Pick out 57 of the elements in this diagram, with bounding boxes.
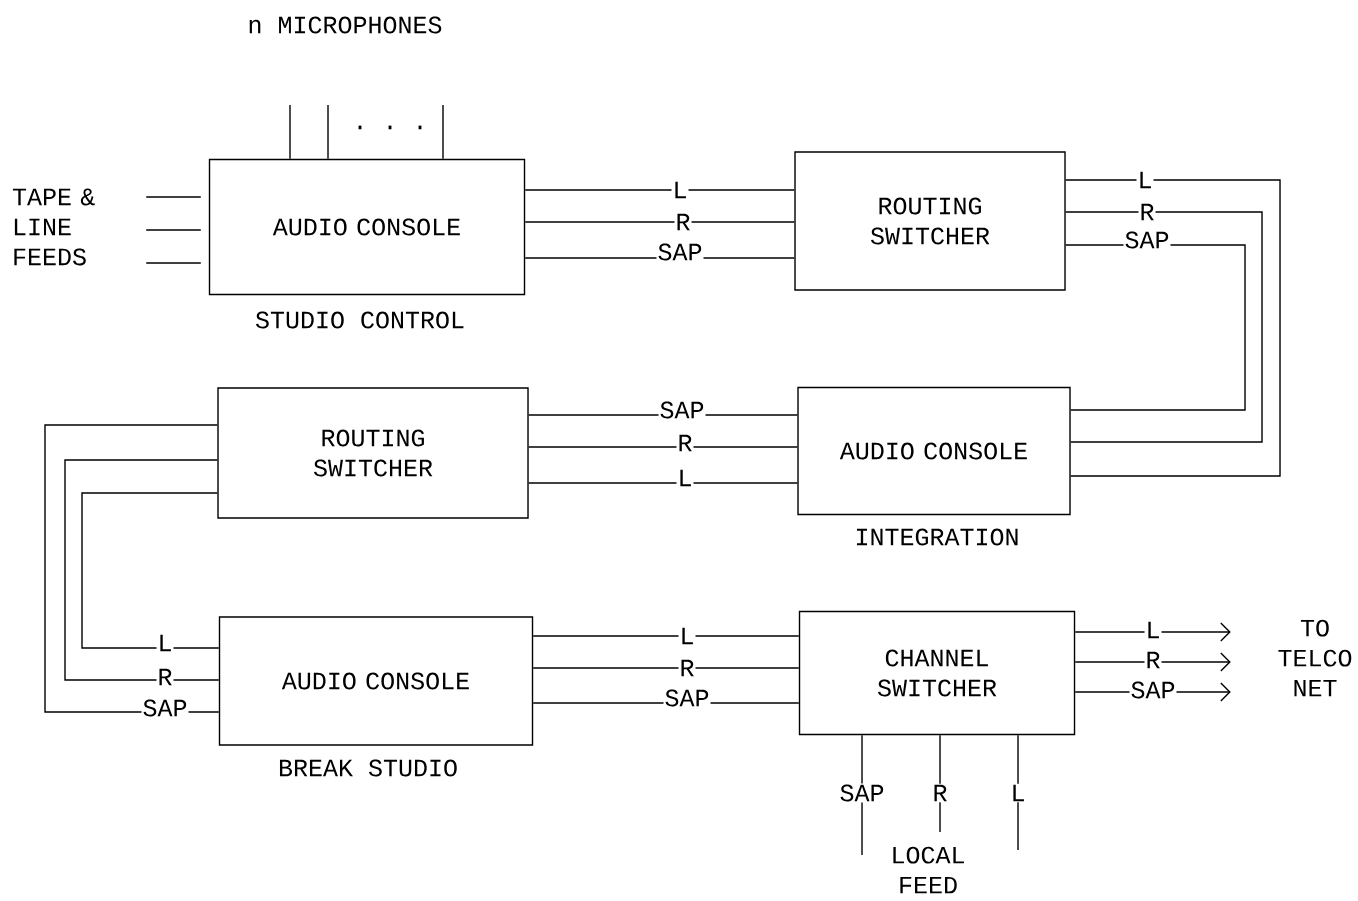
signal-line [1065, 179, 1281, 477]
signal-line [1017, 734, 1019, 851]
signal-line [145, 262, 202, 264]
signal-line [524, 221, 795, 223]
label-text: · · · [358, 125, 422, 130]
process-box: AUDIO CONSOLE [797, 386, 1071, 516]
signal-line [1074, 622, 1231, 642]
signal-line [44, 424, 220, 713]
signal-line [524, 189, 795, 191]
edge-label: L [676, 468, 694, 488]
box-caption: INTEGRATION [856, 528, 1018, 546]
edge-label: R [1138, 202, 1156, 222]
edge-label: L [678, 626, 696, 646]
edge-label: L [1009, 783, 1027, 803]
signal-line [145, 229, 202, 231]
edge-label: R [674, 212, 692, 232]
signal-line [1065, 211, 1263, 443]
edge-label: L [1144, 620, 1162, 640]
label-text: n MICROPHONES [249, 16, 442, 34]
process-box: ROUTING SWITCHER [217, 387, 529, 519]
signal-line [1074, 652, 1231, 672]
signal-line [145, 196, 202, 198]
signal-line [1065, 244, 1246, 411]
edge-label: SAP [658, 400, 706, 420]
signal-line [64, 459, 220, 681]
process-box: AUDIO CONSOLE [218, 616, 534, 746]
signal-line [532, 635, 800, 637]
edge-label: R [156, 667, 174, 687]
edge-label: R [931, 783, 949, 803]
edge-label: R [676, 433, 694, 453]
edge-label: SAP [1123, 230, 1171, 250]
signal-line [532, 667, 800, 669]
edge-label: R [1144, 650, 1162, 670]
box-caption: STUDIO CONTROL [255, 311, 464, 329]
signal-line [442, 104, 444, 160]
edge-label: SAP [656, 242, 704, 262]
label-text: LOCAL FEED [893, 846, 964, 894]
box-caption: BREAK STUDIO [279, 759, 457, 777]
edge-label: R [678, 658, 696, 678]
source-text: TAPE & LINE FEEDS [12, 188, 95, 266]
edge-label: SAP [663, 688, 711, 708]
signal-line [327, 104, 329, 160]
edge-label: L [671, 180, 689, 200]
signal-line [939, 734, 941, 833]
process-box: AUDIO CONSOLE [208, 158, 526, 296]
edge-label: SAP [1129, 680, 1177, 700]
source-text: TO TELCO NET [1278, 619, 1352, 697]
process-box: CHANNEL SWITCHER [798, 610, 1076, 736]
signal-line [528, 446, 798, 448]
process-box: ROUTING SWITCHER [794, 151, 1066, 291]
signal-line [289, 104, 291, 160]
signal-line [81, 492, 220, 649]
edge-label: SAP [838, 783, 886, 803]
edge-label: SAP [141, 698, 189, 718]
edge-label: L [1136, 170, 1154, 190]
signal-line [528, 482, 798, 484]
edge-label: L [156, 633, 174, 653]
